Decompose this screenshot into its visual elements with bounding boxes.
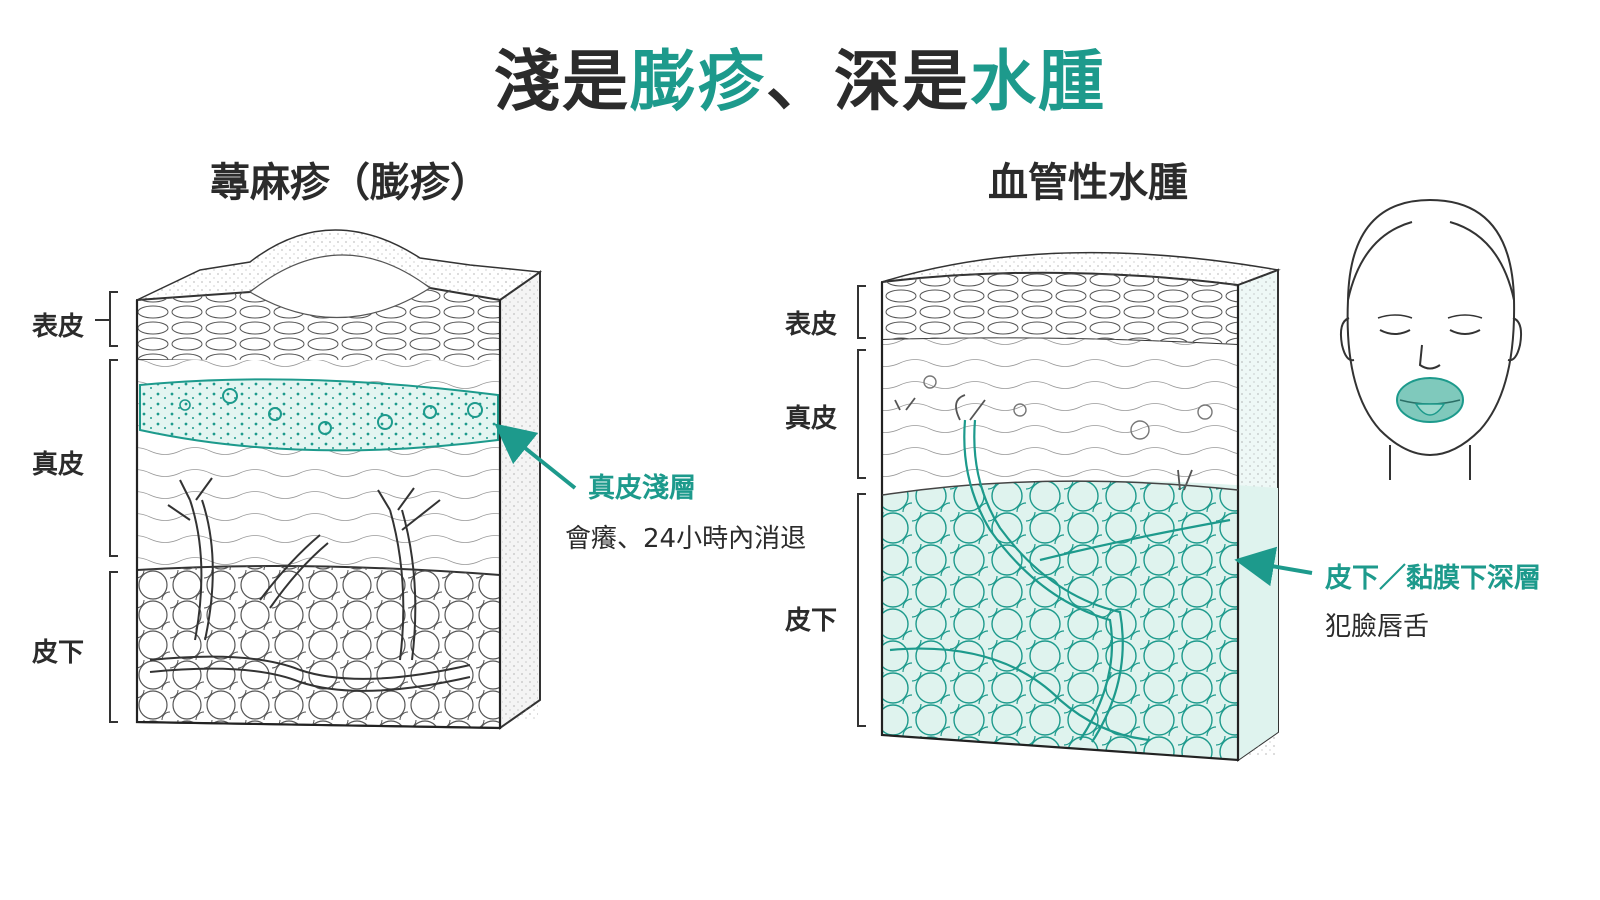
left-callout-text: 會癢、24小時內消退 bbox=[565, 524, 807, 554]
right-heading: 血管性水腫 bbox=[988, 160, 1188, 206]
right-callout-arrow bbox=[1234, 546, 1313, 587]
title-part-deep: 、深是 bbox=[766, 43, 970, 120]
face-illustration bbox=[1339, 198, 1523, 480]
swollen-lips-icon bbox=[1396, 377, 1464, 423]
right-label-subcutis: 皮下 bbox=[785, 606, 838, 636]
right-label-epidermis: 表皮 bbox=[785, 310, 838, 340]
left-label-dermis: 真皮 bbox=[32, 450, 85, 480]
left-brackets bbox=[95, 291, 118, 723]
left-heading: 蕁麻疹（膨疹） bbox=[210, 160, 490, 206]
right-callout-text: 犯臉唇舌 bbox=[1325, 612, 1430, 642]
right-callout-title: 皮下／黏膜下深層 bbox=[1325, 563, 1541, 594]
right-brackets bbox=[857, 285, 866, 727]
title-part-shallow: 淺是 bbox=[494, 43, 630, 120]
right-label-dermis: 真皮 bbox=[785, 404, 838, 434]
right-skin-block bbox=[880, 251, 1281, 762]
left-label-subcutis: 皮下 bbox=[32, 638, 85, 668]
title-part-wheal: 膨疹 bbox=[630, 43, 766, 120]
page-title: 淺是膨疹、深是水腫 bbox=[0, 28, 1600, 124]
left-callout-arrow bbox=[494, 423, 577, 490]
left-callout-title: 真皮淺層 bbox=[588, 473, 696, 504]
left-label-epidermis: 表皮 bbox=[32, 312, 85, 342]
title-part-edema: 水腫 bbox=[970, 43, 1106, 120]
left-skin-block bbox=[135, 229, 543, 730]
